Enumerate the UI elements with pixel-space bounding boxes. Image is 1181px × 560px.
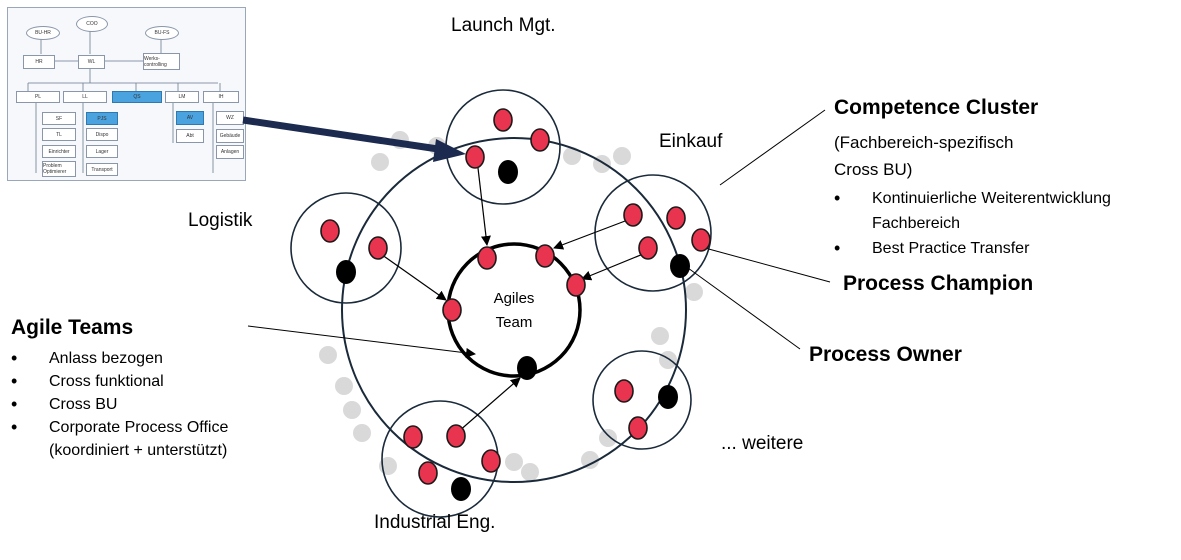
process-owners (336, 160, 690, 501)
thumb-box: SF (42, 112, 76, 125)
agile-bullet: Cross BU (11, 393, 228, 416)
agile-bullet: Cross funktional (11, 370, 228, 393)
thumb-box: PL (16, 91, 60, 103)
competence-line1: (Fachbereich-spezifisch (834, 133, 1014, 152)
cluster-logistik-circle (290, 192, 402, 304)
competence-bullet: Kontinuierliche Weiterentwicklung (834, 186, 1111, 211)
competence-bullet-text: Best Practice Transfer (872, 240, 1030, 257)
competence-bullet-text: Kontinuierliche Weiterentwicklung (872, 190, 1111, 207)
agile-bullet-text: Cross funktional (49, 373, 164, 390)
org-chart-thumbnail: BU-HR COO BU-FS HR WL Werks-controlling … (7, 7, 246, 181)
org-chart-lines (27, 30, 221, 173)
agile-team-circle (446, 242, 582, 378)
thumb-box: Dispo (86, 128, 118, 141)
agile-bullet-continuation: (koordiniert + unterstützt) (11, 439, 228, 462)
thumb-box: Einrichter (42, 145, 76, 158)
thumb-box: Abt (176, 129, 204, 143)
cluster-label-industrial: Industrial Eng. (374, 512, 496, 533)
agile-teams-bullets: Anlass bezogen Cross funktional Cross BU… (11, 347, 228, 462)
agile-bullet-text: Cross BU (49, 396, 118, 413)
agile-bullet-text: Anlass bezogen (49, 350, 163, 367)
thumb-box: Anlagen (216, 145, 244, 159)
member-arrows (377, 167, 649, 433)
thumb-box: Transport (86, 163, 118, 176)
agile-bullet: Corporate Process Office (11, 416, 228, 439)
cluster-label-einkauf: Einkauf (659, 131, 723, 152)
thumb-box: AV (176, 111, 204, 125)
competence-bullet-text: Fachbereich (872, 215, 961, 232)
leader-lines (247, 109, 831, 358)
competence-bullet-continuation: Fachbereich (834, 211, 1111, 236)
thumb-box: QS (112, 91, 162, 103)
competence-bullets: Kontinuierliche Weiterentwicklung Fachbe… (834, 186, 1111, 261)
background-dots (319, 131, 703, 481)
thick-arrow (242, 116, 466, 162)
thumb-box: LM (165, 91, 199, 103)
thumb-box: COO (76, 16, 108, 32)
outer-ring (341, 137, 687, 483)
competence-title: Competence Cluster (834, 96, 1039, 119)
agile-teams-title: Agile Teams (11, 316, 134, 339)
cluster-label-logistik: Logistik (188, 210, 253, 231)
agile-bullet-text: Corporate Process Office (49, 419, 229, 436)
thumb-box: BU-HR (26, 26, 60, 40)
cluster-label-launch: Launch Mgt. (451, 15, 556, 36)
thumb-box: HR (23, 55, 55, 69)
process-champion-label: Process Champion (843, 272, 1034, 295)
thumb-box: Problem Optimierer (42, 161, 76, 177)
thumb-box: Lager (86, 145, 118, 158)
thumb-box: BU-FS (145, 26, 179, 40)
center-label-line2: Team (495, 314, 533, 331)
team-members (320, 108, 711, 485)
process-owner-label: Process Owner (809, 343, 962, 366)
thumb-box: Werks-controlling (143, 53, 180, 70)
cluster-weitere-circle (592, 350, 692, 450)
thumb-box: LL (63, 91, 107, 103)
competence-line2: Cross BU) (834, 160, 913, 179)
cluster-industrial-circle (381, 400, 499, 518)
agile-bullet: Anlass bezogen (11, 347, 228, 370)
competence-bullet: Best Practice Transfer (834, 236, 1111, 261)
thumb-box: Gebäude (216, 129, 244, 143)
agile-bullet-text: (koordiniert + unterstützt) (49, 442, 228, 459)
thumb-box: IH (203, 91, 239, 103)
thumb-box: PJS (86, 112, 118, 125)
thumb-box: TL (42, 128, 76, 141)
thumb-box: WL (78, 55, 105, 69)
center-label-line1: Agiles (493, 290, 535, 307)
cluster-label-weitere: ... weitere (721, 433, 804, 454)
